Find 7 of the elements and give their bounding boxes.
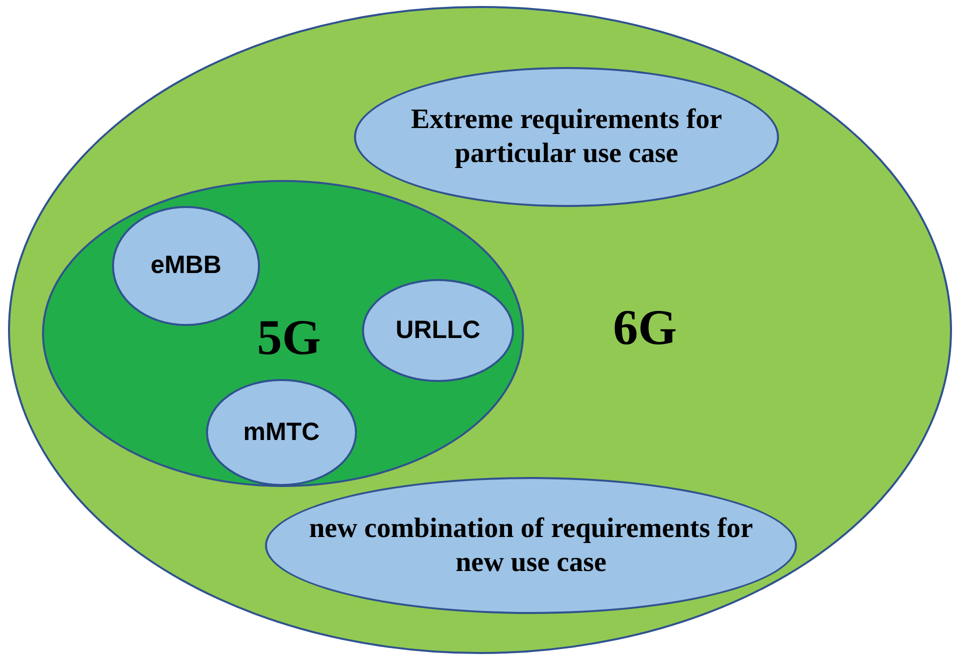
generation-label: 6G — [612, 302, 678, 352]
ellipse-label: URLLC — [396, 314, 480, 346]
generation-label: 5G — [256, 312, 322, 362]
ellipse-label: mMTC — [243, 416, 320, 448]
ellipse-label: eMBB — [150, 250, 222, 282]
ellipse-label: new combination of requirements for new use case — [308, 512, 754, 580]
ellipse-label: Extreme requirements for particular use case — [410, 103, 724, 171]
